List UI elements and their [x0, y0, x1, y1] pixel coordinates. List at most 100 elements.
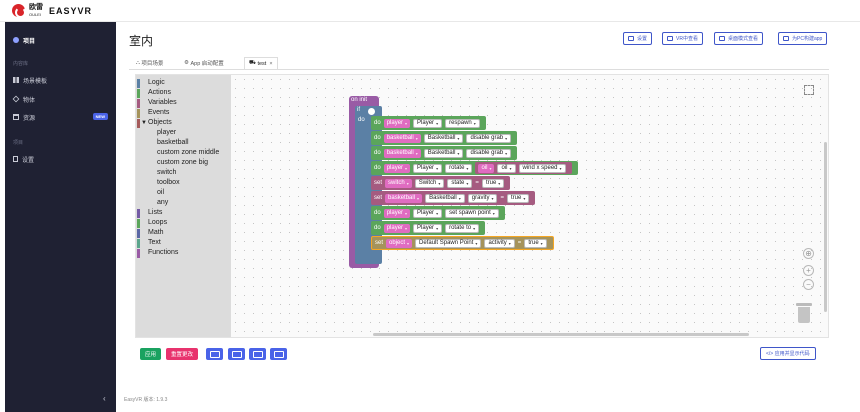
zoom-out-icon[interactable]: −: [803, 279, 814, 290]
toolbox-category-text[interactable]: Text: [136, 238, 231, 248]
recenter-icon[interactable]: ⊕: [803, 248, 814, 259]
value-dropdown[interactable]: true▾: [481, 178, 505, 188]
object-name-dropdown[interactable]: Player▾: [413, 223, 443, 233]
toolbox-category-lists[interactable]: Lists: [136, 208, 231, 218]
toolbox-category-actions[interactable]: Actions: [136, 88, 231, 98]
object-type-dropdown[interactable]: player▾: [383, 118, 411, 128]
action-dropdown[interactable]: respawn▾: [445, 118, 480, 128]
object-type-dropdown[interactable]: player▾: [383, 208, 411, 218]
toolbox-category-variables[interactable]: Variables: [136, 98, 231, 108]
sidebar-item-scene-templates[interactable]: 场景模板: [5, 73, 116, 87]
object-type-dropdown[interactable]: player▾: [383, 163, 411, 173]
desktop-view-button[interactable]: 桌面模式查看: [714, 32, 764, 45]
toolbox-object-switch[interactable]: switch: [136, 168, 231, 178]
category-color-bar: [137, 239, 140, 248]
toolbox-category-logic[interactable]: Logic: [136, 78, 231, 88]
horizontal-scrollbar[interactable]: [373, 333, 749, 336]
sidebar-item-projects[interactable]: 项目: [5, 33, 116, 47]
action-dropdown[interactable]: rotate▾: [445, 163, 473, 173]
apply-button[interactable]: 应用: [140, 348, 162, 360]
object-name-dropdown[interactable]: Switch▾: [414, 178, 445, 188]
action-dropdown[interactable]: disable grab▾: [466, 133, 512, 143]
object-type-dropdown[interactable]: basketball▾: [383, 133, 421, 143]
object-name-dropdown[interactable]: oil▾: [497, 163, 516, 173]
reset-changes-button[interactable]: 重置更改: [166, 348, 199, 360]
toolbox-object-any[interactable]: any: [136, 198, 231, 208]
toolbox-category-functions[interactable]: Functions: [136, 248, 231, 258]
value-dropdown[interactable]: true▾: [506, 193, 530, 203]
toolbox-category-events[interactable]: Events: [136, 108, 231, 118]
vr-headset-icon: [667, 36, 673, 41]
object-name-dropdown[interactable]: Basketball▾: [423, 148, 464, 158]
object-type-dropdown[interactable]: object▾: [386, 238, 413, 248]
object-type-dropdown-text: switch: [388, 180, 405, 186]
pc-preview-button[interactable]: [270, 348, 287, 360]
block-keyword: do: [374, 120, 381, 126]
action-dropdown[interactable]: set spawn point▾: [445, 208, 499, 218]
vr-device-2-button[interactable]: [228, 348, 245, 360]
object-name-dropdown[interactable]: Default Spawn Point▾: [415, 238, 482, 248]
sidebar-item-objects[interactable]: 物体: [5, 92, 116, 106]
view-in-vr-button[interactable]: VR中查看: [662, 32, 703, 45]
vr-device-1-button[interactable]: [206, 348, 223, 360]
object-type-dropdown[interactable]: basketball▾: [385, 193, 423, 203]
object-name-dropdown[interactable]: Player▾: [413, 163, 443, 173]
tab-test[interactable]: ⛟ test×: [244, 57, 278, 69]
trash-icon[interactable]: [796, 303, 812, 323]
dropdown-arrow-icon: ▾: [406, 180, 409, 186]
toolbox-category-objects[interactable]: ▼Objects: [136, 118, 231, 128]
tab-project-scene[interactable]: ⛬ 项目场景: [136, 59, 164, 68]
object-name-dropdown-text: Player: [417, 210, 435, 216]
sidebar-item-settings[interactable]: 设置: [5, 152, 116, 166]
action-dropdown[interactable]: state▾: [447, 178, 473, 188]
toolbox-object-custom-zone-big[interactable]: custom zone big: [136, 158, 231, 168]
object-type-dropdown[interactable]: basketball▾: [383, 148, 421, 158]
toolbox-object-basketball[interactable]: basketball: [136, 138, 231, 148]
object-name-dropdown[interactable]: Basketball▾: [425, 193, 465, 203]
object-type-dropdown[interactable]: player▾: [383, 223, 411, 233]
dropdown-arrow-icon: ▾: [405, 165, 408, 171]
apply-and-show-code-button[interactable]: </> 应用并显示代码: [760, 347, 816, 360]
settings-button[interactable]: 设置: [623, 32, 653, 45]
object-type-dropdown[interactable]: switch▾: [385, 178, 412, 188]
object-name-dropdown[interactable]: Player▾: [413, 208, 443, 218]
gear-icon[interactable]: [368, 108, 375, 115]
property-dropdown[interactable]: wind x speed▾: [518, 163, 566, 173]
object-name-dropdown[interactable]: Basketball▾: [423, 133, 464, 143]
toolbox-object-toolbox[interactable]: toolbox: [136, 178, 231, 188]
close-tab-icon[interactable]: ×: [269, 60, 273, 67]
tab-divider: [129, 69, 829, 70]
object-type-dropdown[interactable]: oil▾: [478, 163, 495, 173]
property-get-block[interactable]: oil▾oil▾wind x speed▾: [475, 162, 572, 174]
action-dropdown[interactable]: rotate to▾: [445, 223, 480, 233]
zoom-in-icon[interactable]: +: [803, 265, 814, 276]
fullscreen-icon[interactable]: [804, 85, 814, 95]
toolbox-object-custom-zone-middle[interactable]: custom zone middle: [136, 148, 231, 158]
build-pc-app-button[interactable]: 为PC构建app: [778, 32, 828, 45]
tab-app-startup[interactable]: ⚙ App 启动配置: [184, 60, 224, 67]
action-dropdown[interactable]: gravity▾: [467, 193, 498, 203]
vertical-scrollbar[interactable]: [824, 142, 827, 312]
toolbox-object-oil[interactable]: oil: [136, 188, 231, 198]
object-name-dropdown[interactable]: Player▾: [413, 118, 443, 128]
action-dropdown[interactable]: activity▾: [484, 238, 515, 248]
action-dropdown[interactable]: disable grab▾: [466, 148, 512, 158]
toolbox-category-loops[interactable]: Loops: [136, 218, 231, 228]
value-dropdown[interactable]: true▾: [524, 238, 547, 248]
desktop-preview-button[interactable]: [249, 348, 266, 360]
object-type-dropdown-text: basketball: [386, 135, 414, 141]
toolbox-category-math[interactable]: Math: [136, 228, 231, 238]
collapse-sidebar-icon[interactable]: ‹: [103, 394, 106, 403]
sidebar-item-resources[interactable]: 资源 NEW: [5, 110, 116, 124]
toolbox-object-player[interactable]: player: [136, 128, 231, 138]
